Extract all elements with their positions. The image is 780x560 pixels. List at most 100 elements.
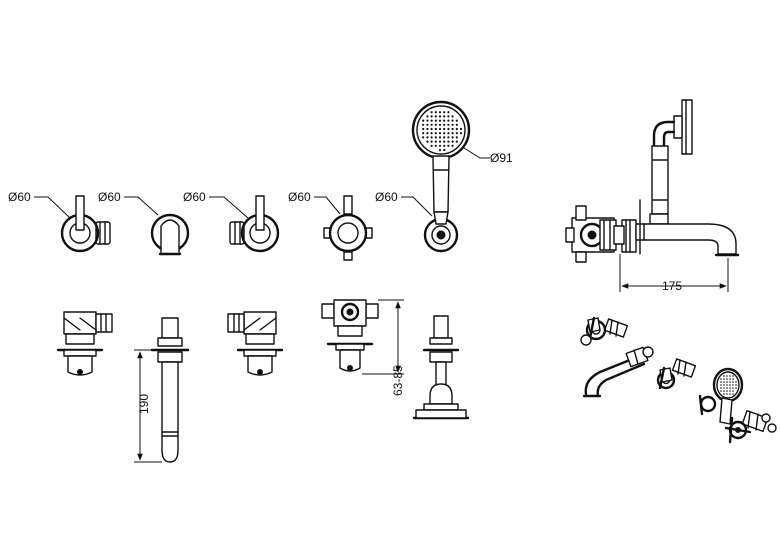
dimension-spout-length (619, 254, 729, 292)
isometric-view (580, 316, 777, 444)
leader-line-4 (314, 196, 341, 215)
spray-nozzle (430, 140, 433, 143)
spray-nozzle (438, 136, 442, 139)
spray-nozzle (447, 115, 450, 118)
spray-nozzle (443, 115, 446, 118)
spray-nozzle (732, 381, 734, 383)
iso-shower-handset (698, 367, 744, 425)
spray-nozzle (455, 136, 458, 139)
spout-length-label: 175 (662, 279, 682, 293)
spray-nozzle (434, 119, 437, 122)
spray-nozzle (726, 390, 728, 392)
spray-nozzle (422, 136, 425, 139)
spray-nozzle (434, 140, 437, 143)
spray-nozzle (723, 381, 725, 383)
spray-nozzle (443, 111, 446, 114)
spray-nozzle (723, 378, 725, 380)
spray-nozzle (447, 144, 450, 147)
spray-nozzle (720, 384, 722, 386)
spray-nozzle (426, 123, 429, 126)
spray-nozzle (729, 390, 731, 392)
spray-nozzle (720, 390, 722, 392)
spray-nozzle (447, 132, 450, 135)
spray-nozzle (455, 127, 458, 131)
spray-nozzle (723, 393, 725, 395)
spray-nozzle (451, 144, 454, 147)
leader-line-5 (401, 196, 433, 217)
spray-nozzle (422, 127, 425, 131)
front-view-shower-handset (411, 100, 471, 253)
shower-diameter-label: Ø91 (490, 151, 513, 165)
spray-nozzle (723, 384, 725, 386)
front-view-lever-valve-2 (229, 195, 280, 253)
spray-nozzle (443, 140, 446, 143)
spray-nozzle (451, 115, 454, 118)
spray-nozzle (723, 390, 725, 392)
spray-nozzle (732, 384, 734, 386)
spray-nozzle (443, 148, 446, 152)
spray-nozzle (723, 387, 725, 389)
dimension-valve-depth (362, 299, 404, 375)
spray-nozzle (426, 132, 429, 135)
spray-nozzle (422, 123, 425, 126)
spray-nozzle (451, 123, 454, 126)
spray-nozzle (438, 132, 442, 135)
spray-nozzle (726, 381, 728, 383)
leader-line-1 (34, 196, 71, 219)
spray-nozzle (729, 384, 731, 386)
spray-nozzle (434, 127, 437, 131)
spray-nozzle (438, 144, 442, 147)
spray-nozzle (434, 144, 437, 147)
spray-nozzle (447, 136, 450, 139)
spray-nozzle (438, 119, 442, 122)
spray-nozzle (438, 111, 442, 114)
diameter-label-5: Ø60 (375, 190, 398, 204)
spray-nozzle (434, 132, 437, 135)
spray-nozzle (729, 393, 731, 395)
side-view-diverter (321, 299, 379, 372)
spray-nozzle (430, 119, 433, 122)
spray-nozzle (443, 132, 446, 135)
spray-nozzle (735, 387, 737, 389)
spray-nozzle (434, 136, 437, 139)
spray-nozzle (443, 136, 446, 139)
spray-nozzle (430, 111, 433, 114)
spray-nozzle (735, 384, 737, 386)
spray-nozzle (426, 127, 429, 131)
spray-nozzle (430, 123, 433, 126)
spray-nozzle (729, 381, 731, 383)
spray-nozzle (451, 140, 454, 143)
spray-nozzle (422, 119, 425, 122)
spray-nozzle (455, 140, 458, 143)
diameter-label-3: Ø60 (183, 190, 206, 204)
spray-nozzle (732, 378, 734, 380)
side-view-spout (150, 317, 190, 463)
spray-nozzle (447, 119, 450, 122)
spout-height-label: 190 (137, 394, 151, 414)
side-view-valve-1 (56, 311, 113, 376)
spray-nozzle (426, 140, 429, 143)
spray-nozzle (455, 119, 458, 122)
spray-nozzle (434, 115, 437, 118)
spray-nozzle (720, 387, 722, 389)
spray-nozzle (438, 140, 442, 143)
spray-nozzle (443, 127, 446, 131)
spray-nozzle (451, 119, 454, 122)
spray-nozzle (438, 148, 442, 152)
spray-nozzle (443, 144, 446, 147)
spray-nozzle (735, 381, 737, 383)
spray-nozzle (426, 119, 429, 122)
spray-nozzle (447, 111, 450, 114)
spray-nozzle (451, 127, 454, 131)
diameter-label-2: Ø60 (98, 190, 121, 204)
spray-nozzle (438, 115, 442, 118)
spray-nozzle (443, 123, 446, 126)
dimension-spout-height (134, 349, 162, 463)
spray-nozzle (726, 393, 728, 395)
spray-nozzle (438, 123, 442, 126)
spray-nozzle (726, 378, 728, 380)
spray-nozzle (447, 127, 450, 131)
spray-nozzle (451, 132, 454, 135)
spray-nozzle (729, 375, 731, 377)
spray-nozzle (720, 378, 722, 380)
